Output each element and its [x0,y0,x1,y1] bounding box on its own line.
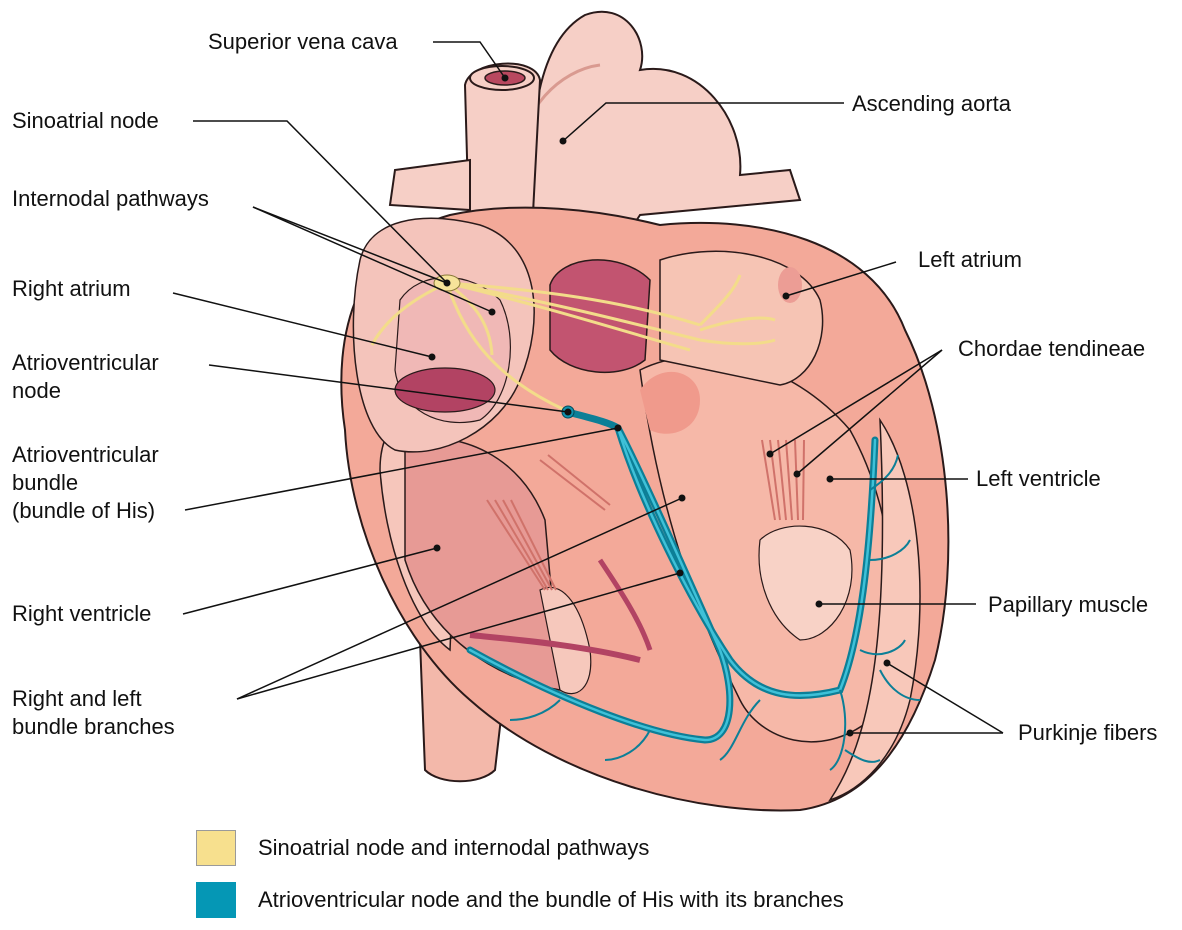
label-bundle-branches-line2: bundle branches [12,713,175,741]
legend-text-av: Atrioventricular node and the bundle of … [258,886,844,914]
label-left-atrium: Left atrium [918,246,1022,274]
label-sinoatrial-node: Sinoatrial node [12,107,159,135]
label-av-bundle-line3: (bundle of His) [12,497,155,525]
legend-item-sa: Sinoatrial node and internodal pathways [196,830,649,866]
label-bundle-branches-line1: Right and left [12,685,142,713]
label-chordae-tendineae: Chordae tendineae [958,335,1145,363]
label-left-ventricle: Left ventricle [976,465,1101,493]
label-right-atrium: Right atrium [12,275,131,303]
label-purkinje-fibers: Purkinje fibers [1018,719,1157,747]
label-av-bundle-line2: bundle [12,469,78,497]
yellow-swatch-icon [196,830,236,866]
label-av-node-line2: node [12,377,61,405]
label-av-node-line1: Atrioventricular [12,349,159,377]
label-av-bundle-line1: Atrioventricular [12,441,159,469]
label-right-ventricle: Right ventricle [12,600,151,628]
legend-item-av: Atrioventricular node and the bundle of … [196,882,844,918]
teal-swatch-icon [196,882,236,918]
label-papillary-muscle: Papillary muscle [988,591,1148,619]
label-ascending-aorta: Ascending aorta [852,90,1011,118]
label-superior-vena-cava: Superior vena cava [208,28,398,56]
label-internodal-pathways: Internodal pathways [12,185,209,213]
legend-text-sa: Sinoatrial node and internodal pathways [258,834,649,862]
